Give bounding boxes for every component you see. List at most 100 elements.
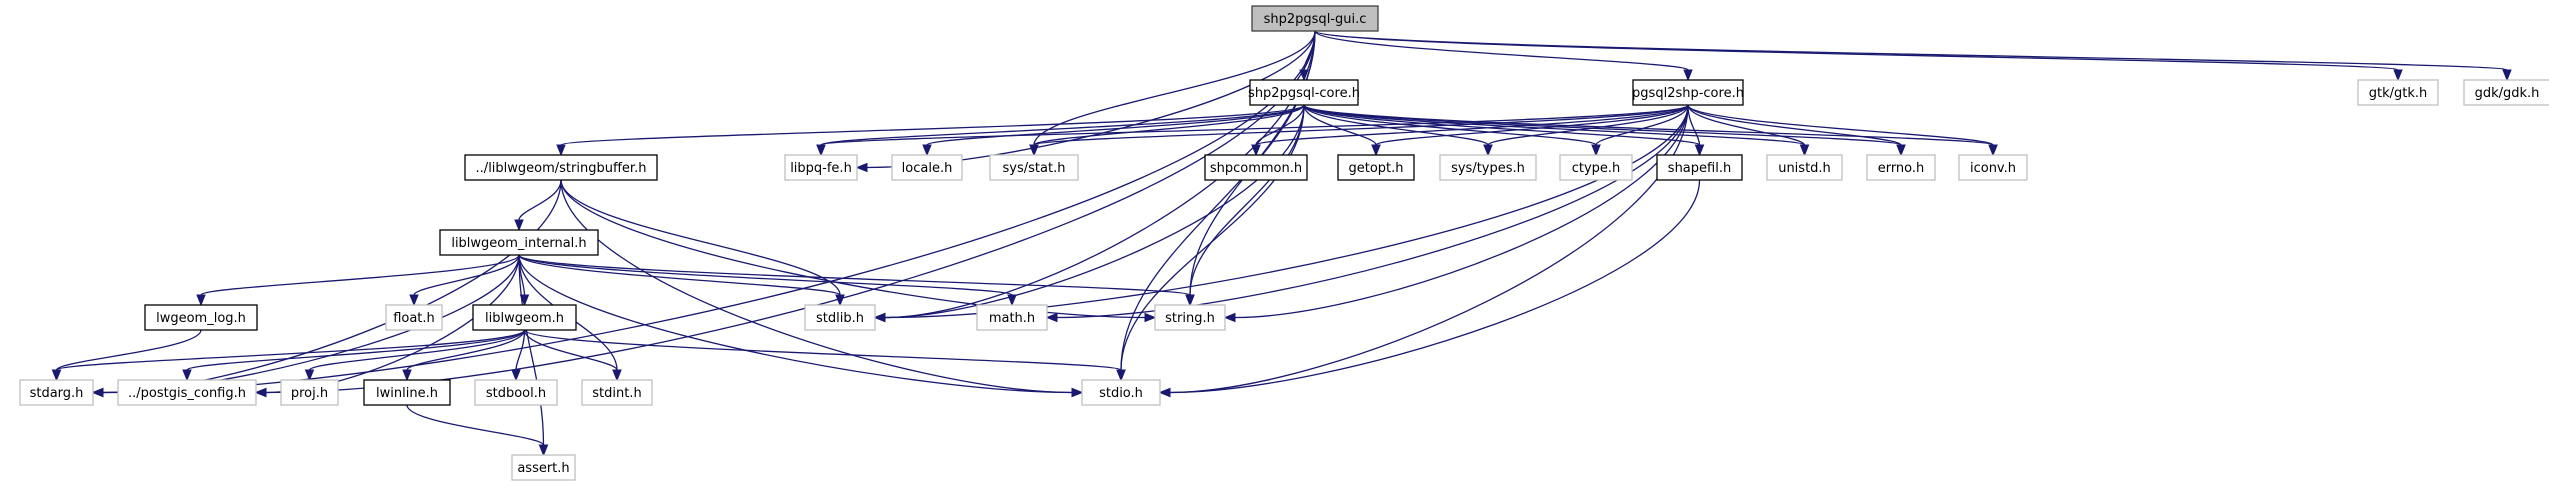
edge-liblw-to-stdarg (51, 329, 526, 382)
arrowhead-icon (538, 444, 549, 457)
arrowhead-icon (1144, 312, 1157, 323)
node-box (474, 379, 558, 406)
node-systypes: sys/types.h (1439, 154, 1537, 181)
arrowhead-icon (1371, 144, 1381, 157)
node-getopt[interactable]: getopt.h (1337, 154, 1415, 181)
node-box (1251, 5, 1379, 32)
edge-lwint-to-float (409, 254, 520, 307)
edge-pgcore-to-errno (1687, 104, 1906, 157)
node-box (280, 379, 339, 406)
node-box (363, 379, 451, 406)
node-label: liblwgeom_internal.h (451, 236, 586, 251)
node-label: string.h (1165, 311, 1215, 326)
node-pgcore[interactable]: pgsql2shp-core.h (1632, 79, 1744, 106)
edge-pgcore-to-ctype (1591, 104, 1689, 157)
node-lwint[interactable]: liblwgeom_internal.h (439, 229, 599, 256)
node-liblw[interactable]: liblwgeom.h (472, 304, 577, 331)
edge-shpcore-to-stdio (1116, 104, 1305, 382)
edge-gui-to-pgcore (1314, 30, 1693, 82)
node-label: locale.h (902, 161, 953, 176)
arrowhead-icon (304, 369, 315, 382)
node-label: assert.h (517, 461, 569, 476)
node-box (117, 379, 257, 406)
node-proj: proj.h (280, 379, 339, 406)
edge-lwinline-to-assert (406, 404, 549, 457)
node-stdint: stdint.h (581, 379, 653, 406)
node-label: lwgeom_log.h (156, 311, 246, 326)
node-shpcommon[interactable]: shpcommon.h (1204, 154, 1308, 181)
edge-shpcore-to-errno (1303, 104, 1906, 157)
arrowhead-icon (1029, 144, 1039, 157)
node-gtk: gtk/gtk.h (2357, 79, 2439, 106)
edge-liblw-to-pgconfig (182, 329, 526, 382)
node-label: gtk/gtk.h (2369, 86, 2428, 101)
node-label: gdk/gdk.h (2475, 86, 2540, 101)
node-box (2357, 79, 2439, 106)
node-box (144, 304, 258, 331)
node-gdk: gdk/gdk.h (2463, 79, 2549, 106)
arrowhead-icon (1071, 387, 1084, 398)
arrowhead-icon (556, 144, 566, 157)
node-label: float.h (393, 311, 435, 326)
node-box (472, 304, 577, 331)
node-gui[interactable]: shp2pgsql-gui.c (1251, 5, 1379, 32)
arrowhead-icon (922, 144, 932, 157)
node-box (1204, 154, 1308, 181)
arrowhead-icon (1896, 144, 1906, 157)
node-box (581, 379, 653, 406)
node-label: liblwgeom.h (485, 311, 564, 326)
node-box (1632, 79, 1744, 106)
node-iconv: iconv.h (1958, 154, 2028, 181)
node-label: shp2pgsql-gui.c (1264, 12, 1367, 27)
arrowhead-icon (835, 294, 845, 307)
arrowhead-icon (1988, 144, 1998, 157)
node-box (19, 379, 94, 406)
node-lwinline[interactable]: lwinline.h (363, 379, 451, 406)
node-label: math.h (989, 311, 1035, 326)
arrowhead-icon (254, 387, 267, 398)
node-box (511, 454, 576, 481)
edge-lwint-to-math (518, 254, 1017, 307)
node-sbuf[interactable]: ../liblwgeom/stringbuffer.h (464, 154, 658, 181)
edge-pgcore-to-sysstat (1029, 104, 1689, 157)
edge-pgcore-to-shpcommon (1251, 104, 1689, 157)
node-string: string.h (1154, 304, 1226, 331)
arrowhead-icon (816, 144, 826, 157)
edge-lwint-to-lwlog (196, 254, 520, 307)
arrowhead-icon (1591, 144, 1601, 157)
edge-pgcore-to-getopt (1371, 104, 1689, 157)
node-lwlog[interactable]: lwgeom_log.h (144, 304, 258, 331)
node-ctype: ctype.h (1559, 154, 1633, 181)
node-locale: locale.h (891, 154, 963, 181)
arrowhead-icon (2393, 69, 2403, 82)
edge-shapefil-to-stdio (1158, 179, 1701, 398)
node-assert: assert.h (511, 454, 576, 481)
arrowhead-icon (873, 312, 886, 323)
edge-sbuf-to-lwint (514, 179, 562, 232)
edges-layer (51, 30, 2512, 457)
node-label: proj.h (291, 386, 328, 401)
node-box (464, 154, 658, 181)
arrowhead-icon (1158, 387, 1171, 398)
arrowhead-icon (182, 369, 192, 382)
edge-liblw-to-stdbool (511, 329, 526, 382)
node-box (804, 304, 876, 331)
node-shapefil[interactable]: shapefil.h (1656, 154, 1743, 181)
node-label: ../postgis_config.h (128, 386, 246, 401)
node-box (1337, 154, 1415, 181)
node-label: sys/stat.h (1003, 161, 1066, 176)
edge-sbuf-to-stdarg (91, 179, 562, 398)
edge-pgcore-to-string (1223, 104, 1689, 323)
edge-gui-to-gdk (1314, 30, 2512, 82)
node-box (1249, 79, 1359, 106)
arrowhead-icon (612, 369, 622, 382)
node-box (1439, 154, 1537, 181)
arrowhead-icon (402, 369, 412, 382)
node-box (385, 304, 443, 331)
node-label: libpq-fe.h (790, 161, 852, 176)
node-shpcore[interactable]: shp2pgsql-core.h (1248, 79, 1360, 106)
edge-pgcore-to-unistd (1687, 104, 1810, 157)
node-label: getopt.h (1348, 161, 1403, 176)
node-box (2463, 79, 2549, 106)
node-label: errno.h (1878, 161, 1925, 176)
